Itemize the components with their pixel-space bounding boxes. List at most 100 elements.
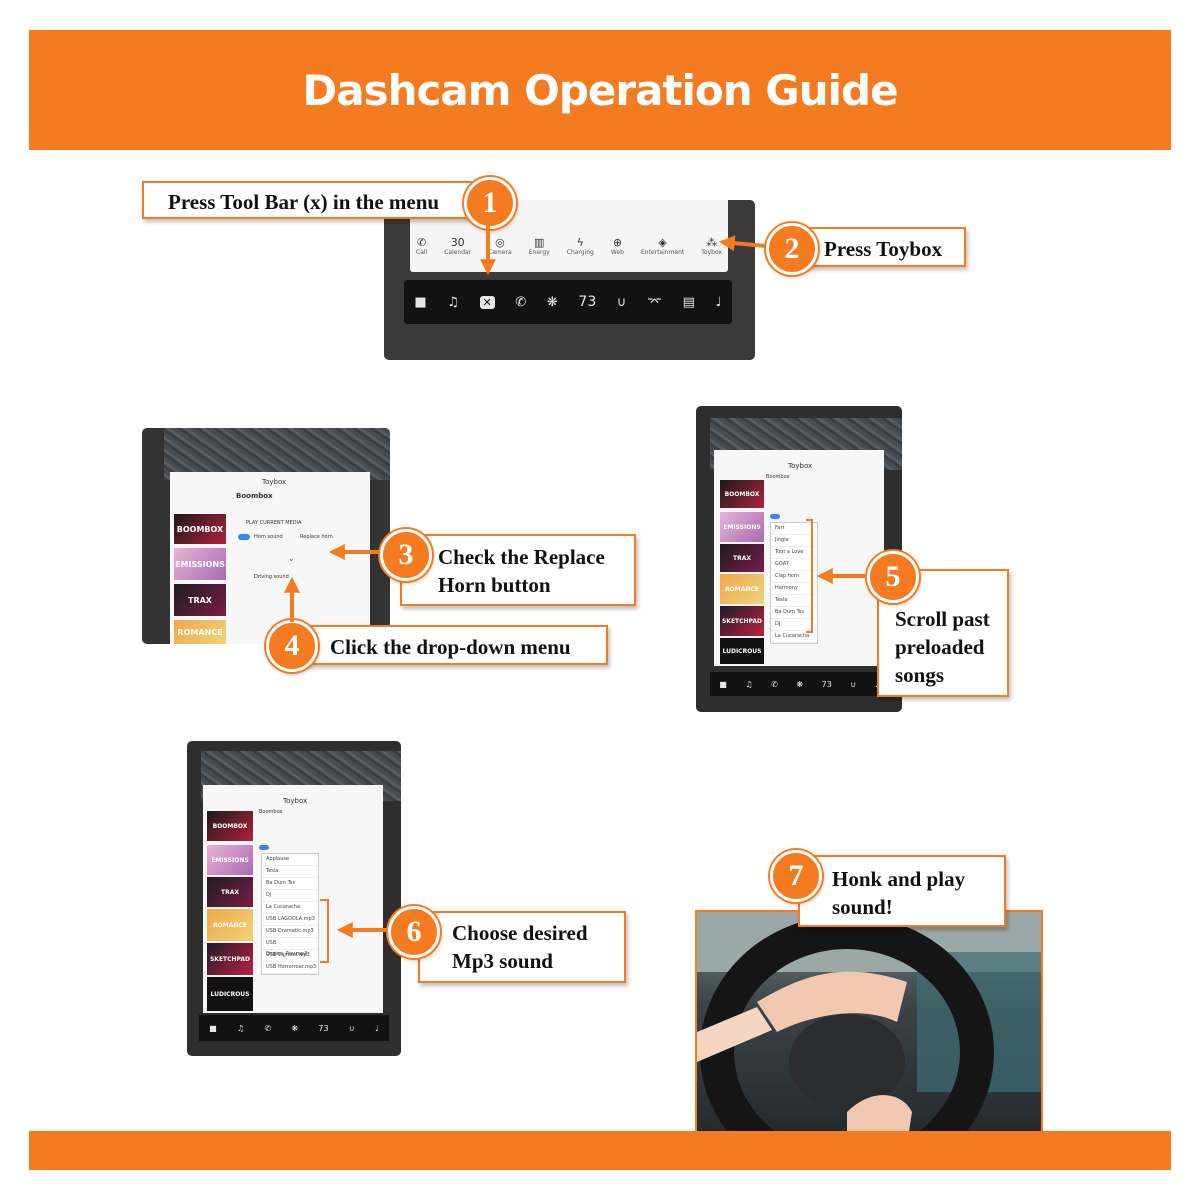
song-option[interactable]: La Cucaracha [262,902,318,914]
tile-ludicrous[interactable]: LUDICROUS [207,977,253,1011]
tile-sketchpad[interactable]: SKETCHPAD [207,943,253,975]
step-3-callout: Check the Replace Horn button [400,534,636,606]
song-option[interactable]: USB Dramatic.mp3 [262,926,318,938]
step-1-callout: Press Tool Bar (x) in the menu [142,181,480,219]
step-6-line-2: Mp3 sound [452,949,553,973]
song-option[interactable]: Clap horn [771,571,817,583]
seat-heat-icon[interactable]: ∪ [348,1023,355,1033]
music-icon[interactable]: ♫ [447,294,459,310]
song-option[interactable]: USB Horrorroar.mp3 [262,962,318,974]
seat-heat-icon[interactable]: ∪ [850,679,857,689]
song-option[interactable]: La Cucaracha [771,631,817,643]
song-option[interactable]: USB Canned.mp3 [262,950,318,962]
temperature-readout[interactable]: 73 [578,294,597,310]
song-option[interactable]: Jingle [771,535,817,547]
steering-wheel-photo [695,910,1043,1142]
music-icon[interactable]: ♫ [745,679,753,689]
web-app[interactable]: ⊕Web [611,236,624,256]
volume-icon[interactable]: ♩ [715,294,722,310]
song-option[interactable]: Tesla [262,866,318,878]
toybox-title: Toybox [283,797,308,805]
toybox-app[interactable]: ⁂Toybox [701,236,722,256]
song-option[interactable]: Applause [262,854,318,866]
tile-emissions[interactable]: EMISSIONS [720,512,764,542]
toybox-panel: Toybox Boombox BOOMBOX EMISSIONS TRAX RO… [714,450,884,666]
tile-trax[interactable]: TRAX [207,877,253,907]
phone-icon[interactable]: ✆ [515,294,527,310]
temperature-readout[interactable]: 73 [821,679,832,689]
tile-boombox[interactable]: BOOMBOX [207,811,253,841]
play-media-button[interactable]: PLAY CURRENT MEDIA [246,520,302,526]
bottom-toolbar: ■ ♫ ✆ ❋ 73 ∪ ♩ [710,672,888,696]
steering-wheel-illustration [697,912,1041,1140]
camera-app[interactable]: ◎Camera [488,236,512,256]
song-option[interactable]: USB LAGOOLA.mp3 [262,914,318,926]
app-label: Calendar [444,249,472,256]
phone-icon[interactable]: ✆ [771,679,778,689]
song-option[interactable]: Toot a Love [771,547,817,559]
energy-app[interactable]: ▥Energy [529,236,550,256]
horn-toggle[interactable] [259,845,269,850]
defrost-front-icon[interactable]: ⌤ [647,294,662,310]
song-option[interactable]: Fart [771,523,817,535]
boombox-heading: Boombox [236,492,273,500]
tile-emissions[interactable]: EMISSIONS [207,845,253,875]
fan-icon[interactable]: ❋ [796,679,804,689]
car-icon[interactable]: ■ [414,294,427,310]
song-option[interactable]: USB Engine_Rev.mp3 [262,938,318,957]
tile-sketchpad[interactable]: SKETCHPAD [720,606,764,636]
song-option[interactable]: DJ [771,619,817,631]
tile-trax[interactable]: TRAX [720,544,764,572]
web-icon: ⊕ [612,236,623,249]
volume-icon[interactable]: ♩ [875,680,879,689]
fan-icon[interactable]: ❋ [291,1023,299,1033]
tile-romance[interactable]: ROMANCE [207,909,253,941]
step-4-text: Click the drop-down menu [330,635,571,659]
song-option[interactable]: DJ [262,890,318,902]
song-option[interactable]: Ba Dum Tss [262,878,318,890]
temperature-readout[interactable]: 73 [318,1023,329,1033]
step-3-line-2: Horn button [438,573,551,597]
step-4-callout: Click the drop-down menu [292,625,608,665]
car-icon[interactable]: ■ [209,1023,217,1033]
horn-toggle[interactable] [238,534,250,540]
replace-horn-checkbox[interactable]: Replace horn [300,534,333,540]
phone-app[interactable]: ✆Call [416,236,427,256]
step-7-line-2: sound! [832,895,893,919]
tile-emissions[interactable]: EMISSIONS [174,548,226,580]
song-option[interactable]: Harmony [771,583,817,595]
song-option[interactable]: Tesla [771,595,817,607]
tile-boombox[interactable]: BOOMBOX [174,514,226,544]
tile-trax[interactable]: TRAX [174,584,226,616]
horn-toggle[interactable] [770,514,780,519]
close-toolbar-icon[interactable]: ✕ [479,295,495,309]
song-option[interactable]: Ba Dum Tss [771,607,817,619]
tile-ludicrous[interactable]: LUDICROUS [720,638,764,664]
tile-romance[interactable]: ROMANCE [174,620,226,644]
dropdown-chevron-icon[interactable]: ⌄ [288,554,295,563]
tile-romance[interactable]: ROMANCE [720,574,764,604]
volume-icon[interactable]: ♩ [375,1023,379,1033]
seat-heat-icon[interactable]: ∪ [616,294,627,310]
toybox-screen-photo-3: Toybox Boombox BOOMBOX EMISSIONS TRAX RO… [187,741,401,1056]
music-icon[interactable]: ♫ [236,1023,245,1033]
tile-boombox[interactable]: BOOMBOX [720,480,764,508]
boombox-heading: Boombox [259,809,283,815]
toybox-panel: Toybox Boombox BOOMBOX EMISSIONS TRAX RO… [203,785,383,1013]
phone-icon[interactable]: ✆ [264,1023,272,1033]
fan-icon[interactable]: ❋ [546,294,558,310]
song-option[interactable]: GOAT [771,559,817,571]
defrost-rear-icon[interactable]: ▤ [682,294,695,310]
toybox-screen-photo-1: Toybox Boombox PLAY CURRENT MEDIA Horn s… [142,428,390,644]
car-icon[interactable]: ■ [719,679,727,689]
toybox-title: Toybox [788,462,813,470]
entertainment-app[interactable]: ◈Entertainment [641,236,684,256]
step-7-badge: 7 [770,850,822,902]
camera-icon: ◎ [495,236,505,249]
